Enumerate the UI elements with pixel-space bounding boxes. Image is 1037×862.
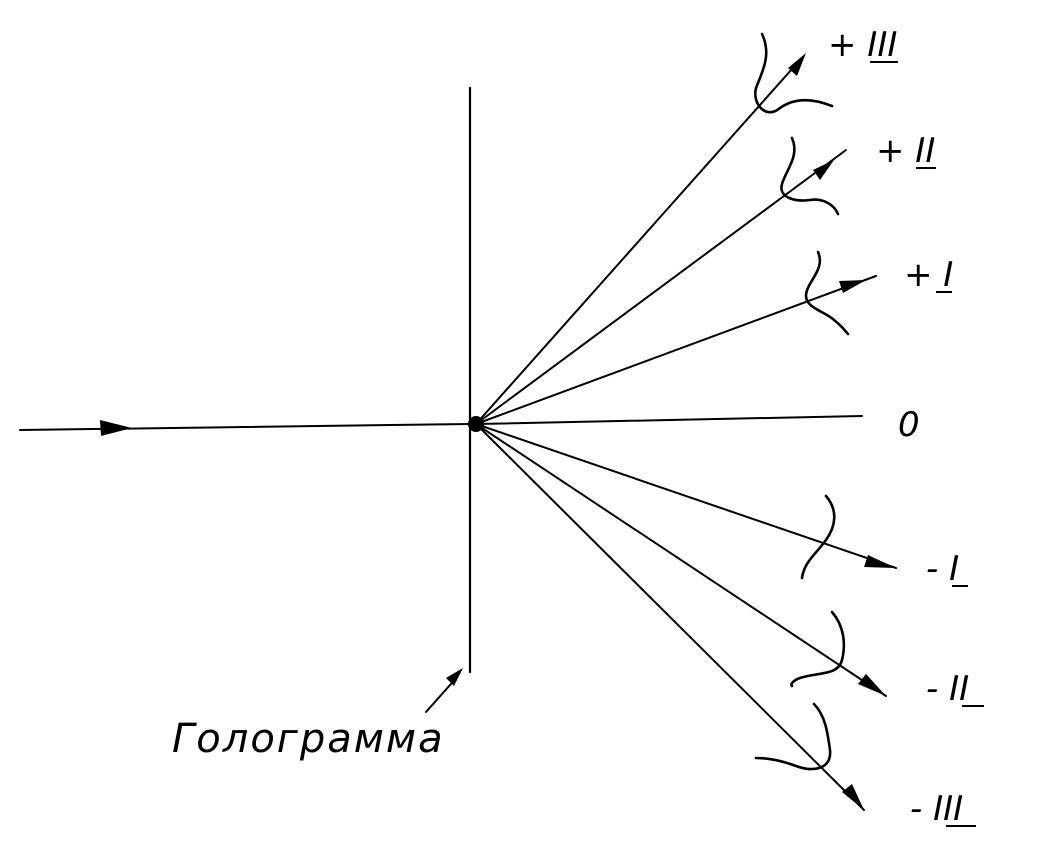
- hologram-caption: Голограмма: [172, 716, 445, 762]
- order-arrow-plus-2: [813, 160, 834, 180]
- order-label-plus-1: + I: [904, 255, 953, 295]
- wavefront-minus-3: [754, 702, 832, 771]
- incident-beam: [19, 423, 471, 431]
- wavefront-plus-2: [780, 136, 840, 216]
- zero-order-beam: [475, 415, 863, 425]
- incident-beam-arrow: [100, 420, 132, 436]
- order-beam-minus-2: [475, 423, 887, 697]
- order-arrow-minus-2: [858, 674, 886, 696]
- order-arrow-plus-3: [788, 53, 806, 76]
- wavefront-plus-1: [804, 250, 850, 336]
- order-label-plus-2: + II: [876, 131, 935, 171]
- order-arrow-minus-1: [864, 555, 896, 568]
- order-beam-minus-3: [475, 423, 865, 811]
- order-beam-plus-2: [475, 149, 847, 425]
- wavefront-minus-1: [800, 494, 836, 580]
- wavefront-plus-3: [754, 32, 834, 114]
- order-label-minus-3: - III: [910, 789, 963, 829]
- order-arrow-plus-1: [839, 280, 866, 293]
- order-label-minus-1: - I: [926, 549, 959, 589]
- hologram-pointer-arrow: [446, 668, 463, 686]
- order-label-plus-3: + III: [828, 25, 897, 65]
- order-beam-plus-1: [475, 275, 877, 425]
- wavefront-minus-2: [790, 610, 846, 688]
- zero-order-label: 0: [898, 405, 920, 445]
- order-label-minus-2: - II: [926, 669, 969, 709]
- order-beam-plus-3: [475, 59, 801, 425]
- order-arrow-minus-3: [842, 784, 864, 810]
- order-beam-minus-1: [475, 423, 897, 569]
